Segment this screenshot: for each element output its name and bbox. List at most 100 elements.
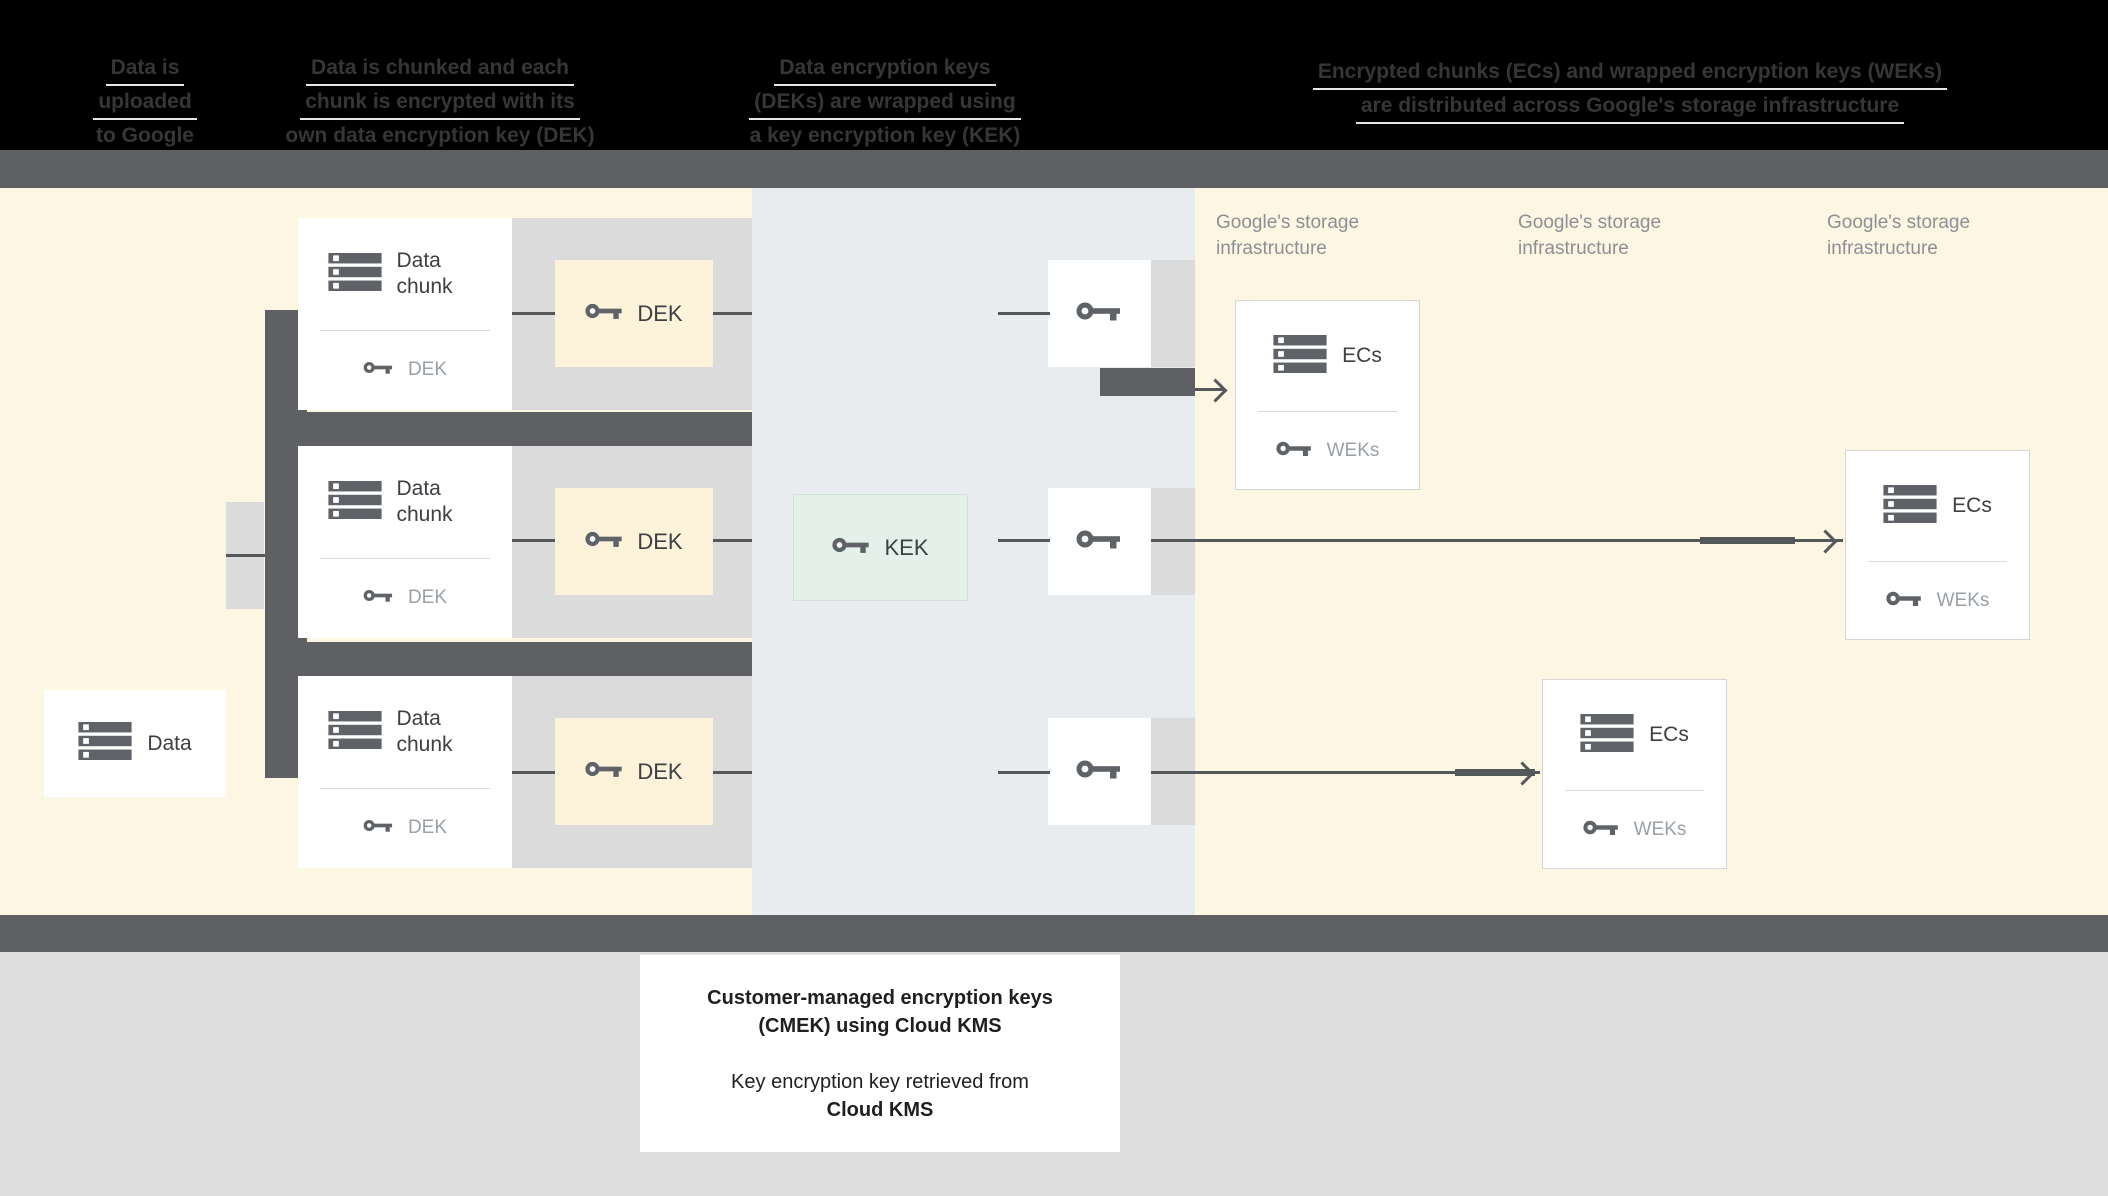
- line-kek-key2: [998, 539, 1050, 542]
- storage-infra-label-2: Google's storage infrastructure: [1518, 212, 1662, 259]
- ec-card-title: ECs: [1649, 723, 1689, 746]
- step-distribution: Encrypted chunks (ECs) and wrapped encry…: [1190, 56, 2070, 124]
- storage-stack-icon: [78, 722, 132, 765]
- wrapping-key-box-2: [1048, 488, 1151, 595]
- arrow2-line: [1151, 539, 1843, 542]
- caption-box: Customer-managed encryption keys (CMEK) …: [640, 955, 1120, 1152]
- ec-weks-label: WEKs: [1633, 818, 1687, 840]
- card-divider: [320, 788, 490, 789]
- dek-box-label: DEK: [637, 528, 683, 554]
- ec-card-3: ECs WEKs: [1542, 679, 1727, 869]
- card-divider: [320, 558, 490, 559]
- dek-box-1: DEK: [555, 260, 713, 367]
- key-icon: [585, 528, 625, 555]
- dek-box-2: DEK: [555, 488, 713, 595]
- step-upload-line1: Data is: [105, 52, 185, 86]
- caption-body-line2: Cloud KMS: [826, 1099, 934, 1121]
- line-chunk3-dek3: [512, 771, 555, 774]
- key-icon: [1583, 817, 1621, 843]
- connector-band-1: [265, 412, 752, 446]
- key-icon: [363, 587, 395, 609]
- step-wrapping-line2: (DEKs) are wrapped using: [749, 86, 1021, 120]
- data-chunk-title: Data chunk: [396, 707, 453, 756]
- caption-spacer: [640, 1040, 1120, 1068]
- dek-box-label: DEK: [637, 758, 683, 784]
- data-chunk-card-3: Data chunk DEK: [298, 676, 512, 868]
- line-into-key3: [998, 771, 1050, 774]
- key-icon: [1886, 588, 1924, 614]
- dek-box-label: DEK: [637, 300, 683, 326]
- wrapping-key-box-3: [1048, 718, 1151, 825]
- key-icon: [1076, 526, 1124, 557]
- dek-box-3: DEK: [555, 718, 713, 825]
- caption-title-line2: (CMEK) using Cloud KMS: [758, 1015, 1002, 1037]
- diagram-canvas: Data Data chunk DEK: [0, 188, 2108, 915]
- storage-stack-icon: [327, 252, 382, 296]
- key-icon: [832, 534, 872, 561]
- data-chunk-title: Data chunk: [396, 249, 453, 298]
- storage-stack-icon: [1580, 713, 1634, 757]
- line-dek3-zone: [713, 771, 752, 774]
- storage-infra-label-1: Google's storage infrastructure: [1216, 212, 1360, 259]
- arrow2-head-icon: [1813, 529, 1838, 554]
- caption-title-line1: Customer-managed encryption keys: [707, 987, 1053, 1009]
- line-dek2-kek: [713, 539, 752, 542]
- line-dek1-zone: [713, 312, 752, 315]
- card-divider: [320, 330, 490, 331]
- step-distribution-line2: are distributed across Google's storage …: [1355, 90, 1905, 124]
- arrow2-thick-segment: [1700, 537, 1795, 544]
- chunk-dek-label: DEK: [407, 359, 448, 380]
- arrow3-line: [1151, 771, 1540, 774]
- step-wrapping-line3: a key encryption key (KEK): [744, 120, 1026, 154]
- key-icon: [1276, 438, 1314, 464]
- divider-band-bottom: [0, 915, 2108, 952]
- key-icon: [363, 359, 395, 381]
- step-chunking-line2: chunk is encrypted with its: [300, 86, 580, 120]
- key-icon: [1076, 756, 1124, 787]
- ec-card-title: ECs: [1952, 494, 1992, 517]
- line-chunk2-dek2: [512, 539, 555, 542]
- caption-body-line1: Key encryption key retrieved from: [731, 1071, 1029, 1093]
- connector-band-2: [265, 642, 752, 676]
- kek-box: KEK: [793, 494, 968, 601]
- card-divider: [1565, 790, 1704, 791]
- step-chunking-line1: Data is chunked and each: [306, 52, 574, 86]
- step-chunking-line3: own data encryption key (DEK): [280, 120, 600, 154]
- ec-weks-label: WEKs: [1326, 439, 1380, 461]
- data-box-label: Data: [147, 731, 192, 755]
- arrow1-line: [1195, 388, 1223, 391]
- data-box: Data: [44, 690, 226, 797]
- kek-box-label: KEK: [884, 534, 929, 560]
- chunk-dek-label: DEK: [407, 817, 448, 838]
- line-data-to-trunk: [226, 554, 265, 557]
- step-wrapping-line1: Data encryption keys: [774, 52, 996, 86]
- step-upload-line2: uploaded: [93, 86, 197, 120]
- arrow3-thick-segment: [1455, 769, 1535, 776]
- key-icon: [363, 817, 395, 839]
- data-chunk-title: Data chunk: [396, 477, 453, 526]
- process-header: Data is uploaded to Google Data is chunk…: [0, 0, 2108, 154]
- line-into-key1: [998, 312, 1050, 315]
- storage-stack-icon: [1883, 484, 1937, 528]
- storage-stack-icon: [327, 710, 382, 754]
- line-chunk1-dek1: [512, 312, 555, 315]
- card-divider: [1868, 561, 2007, 562]
- storage-stack-icon: [327, 480, 382, 524]
- divider-band-top: [0, 150, 2108, 188]
- key-box-shadow: [1151, 260, 1195, 367]
- data-chunk-card-1: Data chunk DEK: [298, 218, 512, 410]
- step-distribution-line1: Encrypted chunks (ECs) and wrapped encry…: [1312, 56, 1948, 90]
- arrow1-thick-segment: [1100, 368, 1195, 396]
- arrow1-head-icon: [1203, 378, 1228, 403]
- ec-card-title: ECs: [1342, 344, 1382, 367]
- step-upload: Data is uploaded to Google: [40, 52, 250, 154]
- ec-card-2: ECs WEKs: [1845, 450, 2030, 640]
- storage-infra-label-3: Google's storage infrastructure: [1827, 212, 1971, 259]
- storage-stack-icon: [1273, 334, 1327, 378]
- footer-area: Customer-managed encryption keys (CMEK) …: [0, 952, 2108, 1196]
- card-divider: [1258, 411, 1397, 412]
- step-chunking: Data is chunked and each chunk is encryp…: [260, 52, 620, 154]
- ec-weks-label: WEKs: [1936, 589, 1990, 611]
- key-icon: [585, 300, 625, 327]
